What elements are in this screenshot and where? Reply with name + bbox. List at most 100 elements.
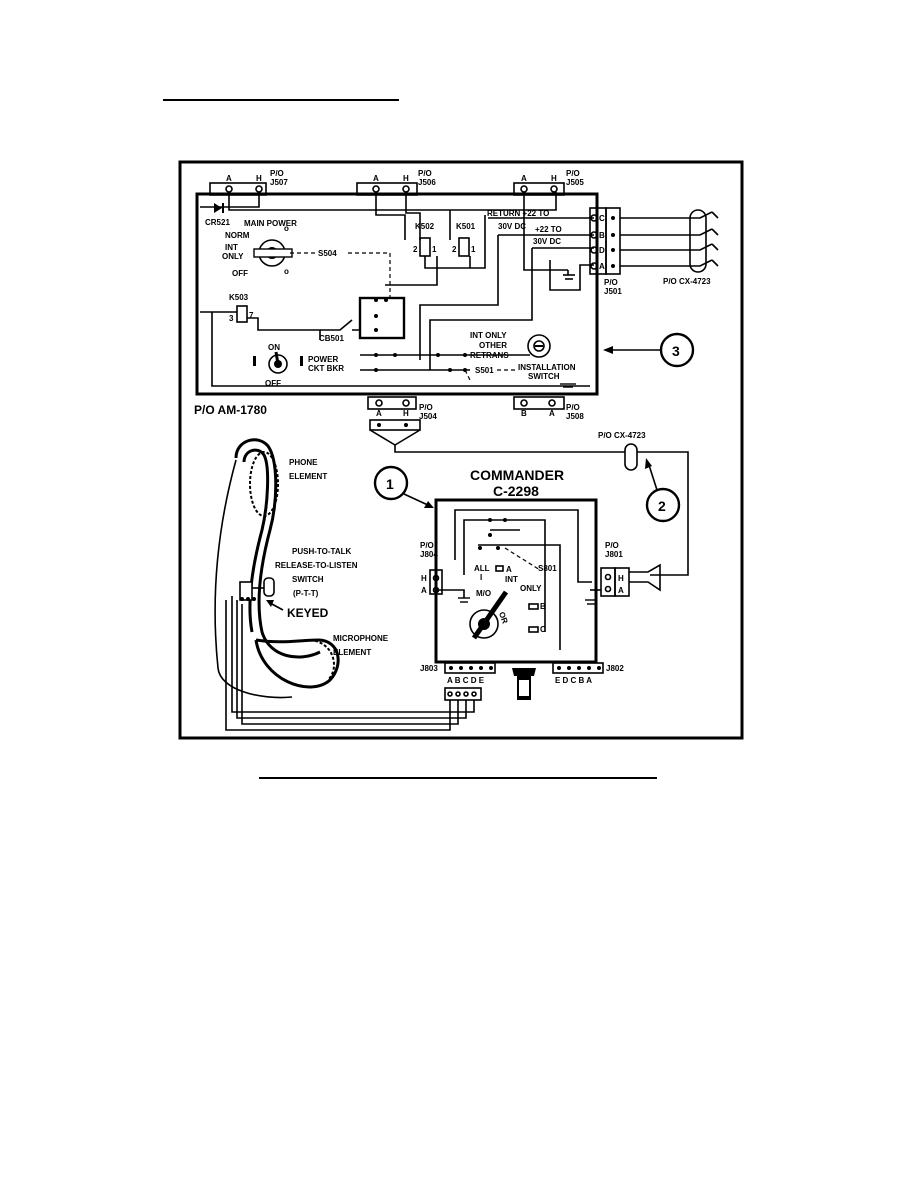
svg-text:K502: K502 [415,222,435,231]
svg-text:M/O: M/O [476,589,491,598]
callout-3 [659,332,695,368]
diode-cr521: CR521 [205,203,230,227]
callout-1 [373,465,409,501]
svg-text:B: B [521,409,527,418]
svg-text:OFF: OFF [265,379,281,388]
svg-text:CR521: CR521 [205,218,230,227]
pin-h: H [403,174,409,183]
installation-switch: INT ONLY OTHER RETRANS S501 INSTALLATION… [470,331,576,388]
pin-a: A [226,174,232,183]
svg-text:S801: S801 [538,564,557,573]
svg-text:S501: S501 [475,366,494,375]
svg-text:2: 2 [413,245,418,254]
callout-2 [645,487,681,523]
svg-text:P/O CX-4723: P/O CX-4723 [598,431,646,440]
svg-text:1: 1 [471,245,476,254]
svg-text:o: o [284,224,289,233]
svg-text:+22 TO: +22 TO [535,225,562,234]
cable-bundle-cx4723 [689,209,707,273]
svg-text:H: H [403,409,409,418]
cmd-int-only: INTONLY [505,575,542,593]
svg-text:3: 3 [229,314,234,323]
svg-text:30V DC: 30V DC [533,237,561,246]
svg-text:1: 1 [432,245,437,254]
top-rule [163,99,399,101]
svg-text:P/O CX-4723: P/O CX-4723 [663,277,711,286]
pin-h: H [256,174,262,183]
bottom-rule [259,777,657,779]
pin-a: A [521,174,527,183]
outer-frame [178,160,744,740]
svg-text:INT ONLY: INT ONLY [470,331,507,340]
svg-text:OFF: OFF [232,269,248,278]
svg-text:E D C B A: E D C B A [555,676,592,685]
connector-j803: J803 A B C D E [420,662,496,685]
pin-a: A [373,174,379,183]
speaker-icon [512,668,536,700]
svg-text:NORM: NORM [225,231,250,240]
commander-selector: ALL I A INTONLY M/O OR B C [469,564,546,640]
svg-text:CB501: CB501 [319,334,344,343]
svg-text:o: o [284,267,289,276]
svg-text:K501: K501 [456,222,476,231]
svg-text:A: A [506,565,512,574]
svg-text:A: A [376,409,382,418]
svg-text:I: I [480,573,482,582]
svg-text:OR: OR [497,611,510,626]
svg-text:ALL: ALL [474,564,490,573]
svg-text:3: 3 [672,343,680,359]
svg-text:30V DC: 30V DC [498,222,526,231]
svg-text:7: 7 [249,311,254,320]
cable-cx4723-mid [624,443,638,471]
am1780-box [195,192,599,396]
ptt-switch-icon [239,577,275,601]
svg-text:OTHER: OTHER [479,341,507,350]
svg-text:J803: J803 [420,664,438,673]
svg-text:H: H [618,574,624,583]
svg-text:C: C [599,214,605,223]
svg-text:A: A [421,586,427,595]
svg-text:D: D [599,246,605,255]
svg-text:KEYED: KEYED [287,606,329,620]
svg-text:B: B [540,602,546,611]
svg-text:S504: S504 [318,249,337,258]
connector-j802: J802 E D C B A [552,662,624,685]
svg-text:C: C [540,625,546,634]
svg-text:B: B [599,231,605,240]
svg-text:1: 1 [386,476,394,492]
pin-h: H [551,174,557,183]
am1780-title: P/O AM-1780 [194,403,267,417]
svg-text:A B C D E: A B C D E [447,676,485,685]
svg-text:2: 2 [658,498,666,514]
svg-text:ON: ON [268,343,280,352]
svg-text:RETRANS: RETRANS [470,351,509,360]
svg-text:C-2298: C-2298 [493,483,539,499]
svg-text:J802: J802 [606,664,624,673]
svg-text:A: A [599,262,605,271]
